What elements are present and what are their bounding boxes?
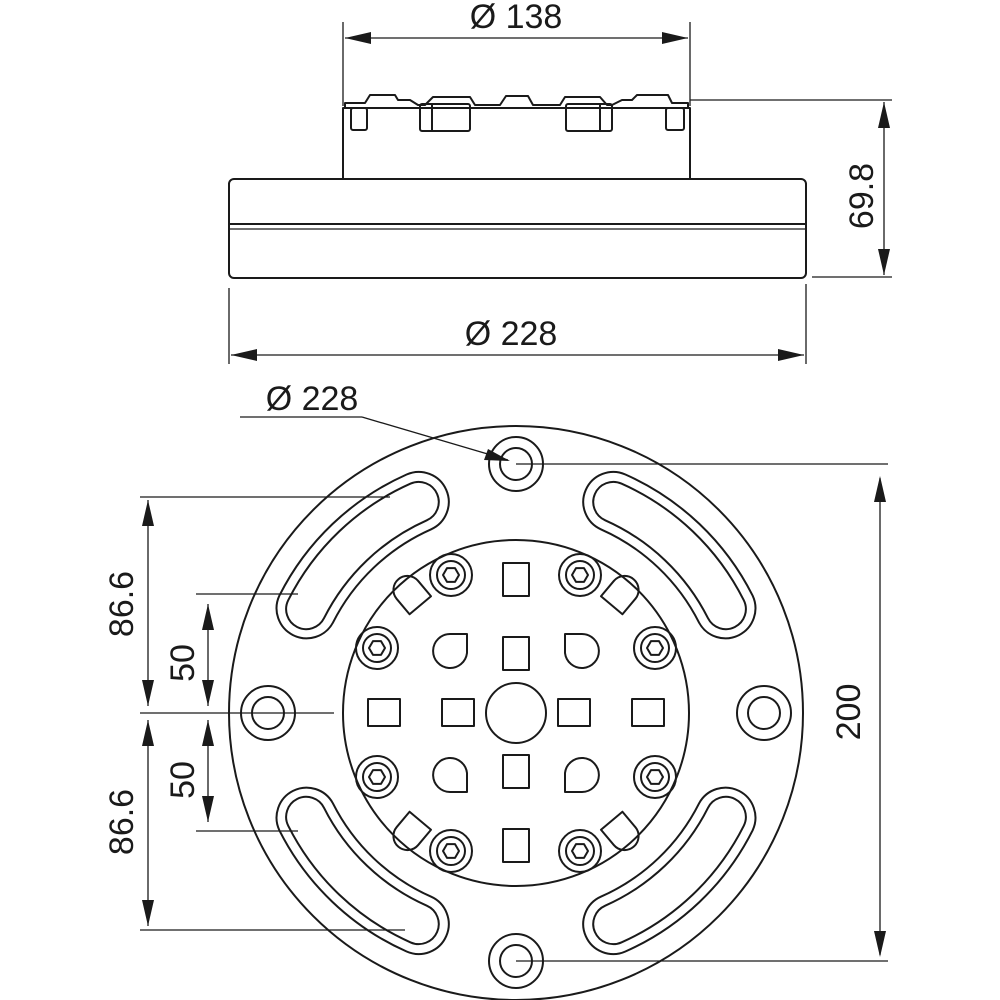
label-lower-outer: 86.6 bbox=[103, 789, 141, 855]
dim-upper-outer: 86.6 bbox=[103, 496, 390, 706]
central-bore bbox=[485, 682, 547, 744]
dim-vertical-total: 200 bbox=[516, 463, 888, 962]
slot-lower-right bbox=[582, 786, 757, 956]
label-vertical-total: 200 bbox=[830, 684, 868, 741]
label-lower-inner: 50 bbox=[164, 761, 202, 799]
slot-lower-left bbox=[275, 786, 450, 956]
dim-height: 69.8 bbox=[690, 99, 892, 278]
plan-view: Ø 228 200 86.6 50 bbox=[103, 380, 888, 1000]
dim-lower-inner: 50 bbox=[164, 720, 298, 832]
rim-notches bbox=[386, 569, 646, 857]
hex-screws bbox=[355, 553, 677, 873]
dim-top-diameter: Ø 138 bbox=[342, 0, 691, 106]
upper-cylinder bbox=[342, 107, 691, 180]
label-base-diameter-plan: Ø 228 bbox=[266, 380, 359, 418]
dim-base-diameter-plan: Ø 228 bbox=[240, 380, 510, 461]
dim-lower-outer: 86.6 bbox=[103, 720, 405, 931]
side-view: Ø 138 69.8 Ø 228 bbox=[228, 0, 892, 364]
dim-upper-inner: 50 bbox=[164, 593, 298, 706]
slot-upper-left bbox=[275, 470, 450, 640]
inner-chuck-circle bbox=[342, 539, 690, 887]
label-height: 69.8 bbox=[843, 163, 881, 229]
top-fixture-profile bbox=[344, 94, 689, 132]
label-base-diameter-side: Ø 228 bbox=[465, 315, 558, 353]
d-holes bbox=[432, 633, 600, 793]
label-upper-outer: 86.6 bbox=[103, 571, 141, 637]
rect-pockets bbox=[367, 562, 665, 863]
dim-base-diameter-side: Ø 228 bbox=[228, 284, 807, 364]
label-top-diameter: Ø 138 bbox=[470, 0, 563, 36]
mounting-hole-right bbox=[736, 685, 792, 741]
slot-upper-right bbox=[582, 470, 757, 640]
label-upper-inner: 50 bbox=[164, 644, 202, 682]
